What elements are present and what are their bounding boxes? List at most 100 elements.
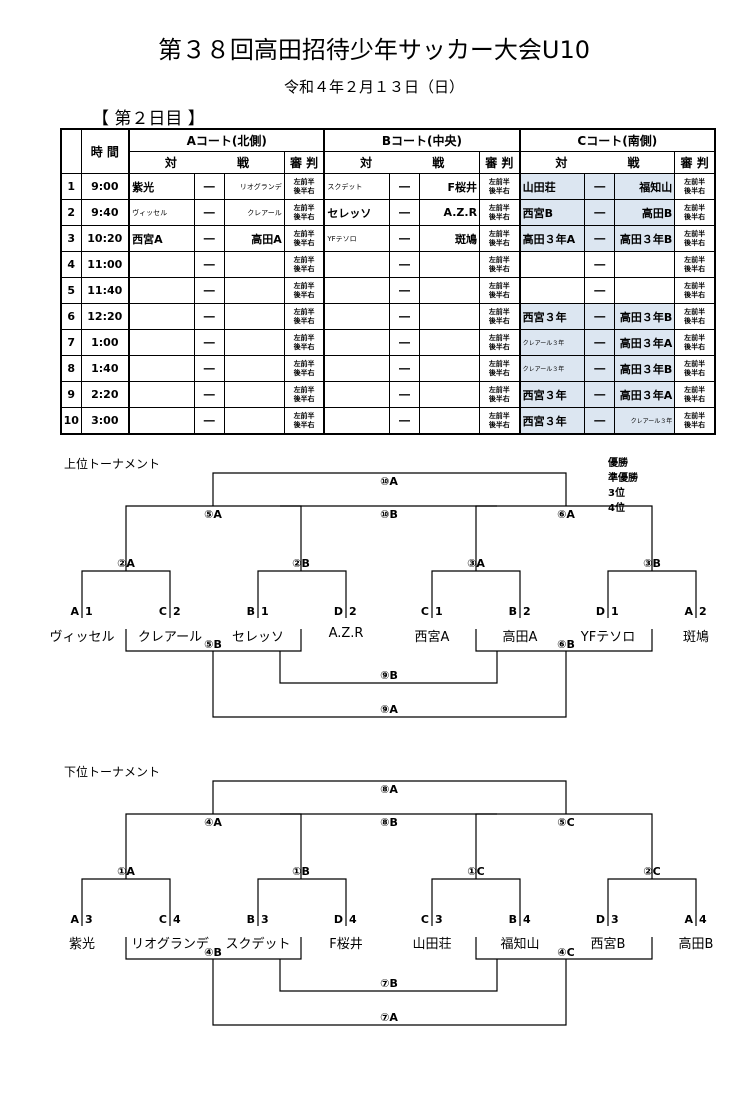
upper-semi-right-line	[475, 505, 653, 571]
court-a-referee: 左前半後半右	[283, 407, 326, 435]
court-b-away-team	[418, 277, 481, 304]
court-a-vs-dash: ―	[193, 251, 225, 278]
legend-runner-up: 準優勝	[608, 473, 638, 484]
court-a-referee: 左前半後半右	[283, 329, 326, 356]
bracket-team: 斑鳩	[682, 630, 709, 645]
court-b-away-team	[418, 251, 481, 278]
court-c-vs-dash: ―	[584, 173, 616, 200]
court-a-away-team	[223, 329, 285, 356]
ref-line-1: 左前半	[293, 203, 315, 212]
ref-line-1: 左前半	[293, 177, 315, 186]
lower-loser-mid-line	[279, 959, 498, 992]
bracket-team: リオグランデ	[131, 937, 209, 952]
placement-legend: 優勝 準優勝 3位 4位	[608, 456, 638, 516]
ref-line-1: 左前半	[488, 229, 510, 238]
bracket-team: 山田荘	[412, 937, 452, 952]
ref-line-1: 左前半	[293, 255, 315, 264]
bracket-team: 高田A	[502, 630, 538, 645]
ref-line-2: 後半右	[293, 316, 315, 325]
ref-line-2: 後半右	[488, 368, 510, 377]
slot-number: 2	[699, 605, 707, 618]
match-code-second: ⑩B	[380, 508, 398, 521]
slot-number: 3	[611, 913, 619, 926]
ref-line-1: 左前半	[488, 385, 510, 394]
ref-line-2: 後半右	[488, 212, 510, 221]
ref-header-b: 審 判	[479, 151, 521, 174]
upper-loser-right-line	[475, 629, 653, 652]
ref-line-2: 後半右	[293, 394, 315, 403]
ref-line-2: 後半右	[488, 264, 510, 273]
match-code-quarter: ②A	[117, 557, 135, 570]
slot-letter: D	[596, 605, 605, 618]
court-a-referee: 左前半後半右	[283, 381, 326, 408]
slot-letter: D	[596, 913, 605, 926]
ref-line-1: 左前半	[684, 177, 706, 186]
court-b-away-team	[418, 407, 481, 435]
ref-line-1: 左前半	[684, 203, 706, 212]
court-b-referee: 左前半後半右	[479, 381, 521, 408]
ref-line-1: 左前半	[684, 229, 706, 238]
court-c-referee: 左前半後半右	[674, 173, 716, 200]
ref-line-1: 左前半	[684, 359, 706, 368]
match-code-loser: ⑦A	[380, 1011, 398, 1024]
court-c-vs-dash: ―	[584, 381, 616, 408]
bracket-team: セレッソ	[231, 630, 284, 645]
ref-line-1: 左前半	[488, 255, 510, 264]
slot-number: 1	[611, 605, 619, 618]
bracket-team: 西宮B	[590, 937, 626, 952]
upper-final-line	[212, 472, 567, 506]
match-header-b: 対 戦	[323, 151, 481, 174]
match-code-quarter: ③B	[643, 557, 661, 570]
lower-quarter-line	[81, 878, 171, 926]
slot-number: 4	[173, 913, 181, 926]
court-a-home-team	[128, 277, 195, 304]
ref-line-2: 後半右	[684, 316, 706, 325]
match-code-quarter: ②B	[292, 557, 310, 570]
legend-champion: 優勝	[608, 458, 628, 469]
slot-number: 2	[523, 605, 531, 618]
ref-line-2: 後半右	[684, 368, 706, 377]
court-b-home-team: YFテソロ	[323, 225, 390, 252]
ref-line-2: 後半右	[488, 316, 510, 325]
upper-quarter-line	[431, 570, 521, 618]
court-b-away-team: F桜井	[418, 173, 481, 200]
court-a-vs-dash: ―	[193, 329, 225, 356]
bracket-team: スクデット	[225, 937, 291, 952]
match-code-loser: ⑥B	[557, 638, 575, 651]
match-code-final: ⑩A	[380, 475, 398, 488]
court-c-home-team: 西宮３年	[519, 381, 586, 408]
court-a-referee: 左前半後半右	[283, 303, 326, 330]
slot-letter: C	[421, 913, 429, 926]
court-c-referee: 左前半後半右	[674, 381, 716, 408]
slot-number: 4	[523, 913, 531, 926]
ref-line-1: 左前半	[293, 385, 315, 394]
court-c-referee: 左前半後半右	[674, 303, 716, 330]
legend-fourth: 4位	[608, 503, 625, 514]
slot-number: 4	[349, 913, 357, 926]
time-header: 時 間	[80, 128, 131, 174]
match-code-loser: ⑤B	[204, 638, 222, 651]
slot-number: 1	[85, 605, 93, 618]
court-b-home-team: セレッソ	[323, 199, 390, 226]
court-b-vs-dash: ―	[388, 303, 420, 330]
ref-line-1: 左前半	[293, 281, 315, 290]
court-c-away-team: 高田３年B	[614, 303, 676, 330]
lower-quarter-line	[607, 878, 697, 926]
bracket-team: A.Z.R	[328, 626, 364, 641]
event-date: 令和４年２月１３日（日）	[283, 78, 464, 96]
ref-line-1: 左前半	[293, 359, 315, 368]
ref-line-2: 後半右	[293, 342, 315, 351]
ref-line-1: 左前半	[293, 333, 315, 342]
court-c-away-team: クレアール３年	[614, 407, 676, 435]
court-c-vs-dash: ―	[584, 407, 616, 435]
slot-number: 2	[173, 605, 181, 618]
ref-line-1: 左前半	[293, 229, 315, 238]
slot-letter: D	[334, 913, 343, 926]
day-label: 【 第２日目 】	[92, 109, 205, 129]
court-c-away-team: 高田３年B	[614, 225, 676, 252]
